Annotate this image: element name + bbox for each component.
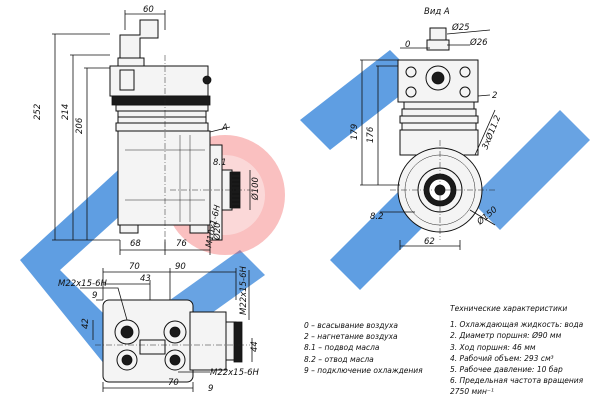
dim-9-bottom: 9 xyxy=(208,384,213,394)
thread-m22-right: M22x15-6H xyxy=(239,266,249,315)
top-view: 70 90 43 9 M22x15-6H M22x15-6H M22x15-6H… xyxy=(58,262,260,394)
dim-d20: Ø20 xyxy=(212,222,223,241)
dim-3x-d11-2: 3xØ11.2 xyxy=(480,114,504,152)
side-view: Вид А Ø25 Ø26 0 2 xyxy=(350,7,503,250)
spec-item: 5. Рабочее давление: 10 бар xyxy=(450,365,563,375)
dim-d26: Ø26 xyxy=(469,37,488,48)
specs-title: Технические характеристики xyxy=(450,304,568,313)
view-arrow-a: A xyxy=(221,123,228,133)
spec-item: 1. Охлаждающая жидкость: вода xyxy=(450,320,584,330)
dim-68: 68 xyxy=(130,239,141,249)
dim-206: 206 xyxy=(75,117,85,134)
dim-179: 179 xyxy=(350,124,360,140)
spec-item: 3. Ход поршня: 46 мм xyxy=(450,342,536,352)
dim-44: 44 xyxy=(250,341,260,352)
spec-item: 2750 мин⁻¹ xyxy=(450,387,494,397)
dim-d100: Ø100 xyxy=(250,177,261,201)
port-8-1: 8.1 xyxy=(213,158,227,168)
legend-item: 0 – всасывание воздуха xyxy=(304,321,398,330)
spec-item: 6. Предельная частота вращения xyxy=(450,376,584,386)
dim-60: 60 xyxy=(143,5,154,15)
legend-item: 2 – нагнетание воздуха xyxy=(304,332,398,342)
thread-m22-bottom: M22x15-6H xyxy=(210,368,259,378)
front-view: 60 252 214 206 68 76 Ø100 Ø20 M10x1-6H A… xyxy=(33,5,261,255)
dim-90: 90 xyxy=(175,262,186,272)
dim-9-top: 9 xyxy=(92,291,97,301)
dim-62: 62 xyxy=(424,237,435,247)
dim-70-bottom: 70 xyxy=(168,378,179,388)
port-8-2-label: 8.2 xyxy=(370,212,384,222)
dim-70-top: 70 xyxy=(129,262,140,272)
dim-214: 214 xyxy=(61,104,71,120)
spec-item: 4. Рабочий объем: 293 см³ xyxy=(450,353,554,363)
legend-item: 8.1 – подвод масла xyxy=(304,343,380,353)
specs-panel: Технические характеристики 1. Охлаждающа… xyxy=(450,303,583,398)
top-gear xyxy=(233,321,243,363)
dim-176: 176 xyxy=(366,126,376,143)
dim-42: 42 xyxy=(81,318,91,329)
dim-d25: Ø25 xyxy=(451,22,470,33)
dim-43: 43 xyxy=(140,274,151,284)
legend-item: 9 – подключение охлаждения xyxy=(304,365,423,375)
port-0-label: 0 xyxy=(405,40,410,50)
port-legend: 0 – всасывание воздуха 2 – нагнетание во… xyxy=(304,320,423,376)
dim-252: 252 xyxy=(33,104,43,120)
dim-76: 76 xyxy=(176,239,187,249)
spec-item: 2. Диаметр поршня: Ø90 мм xyxy=(450,331,562,341)
thread-m22-left: M22x15-6H xyxy=(58,279,107,289)
side-view-title: Вид А xyxy=(424,7,450,17)
port-2-label: 2 xyxy=(492,91,497,101)
legend-item: 8.2 – отвод масла xyxy=(304,354,374,364)
